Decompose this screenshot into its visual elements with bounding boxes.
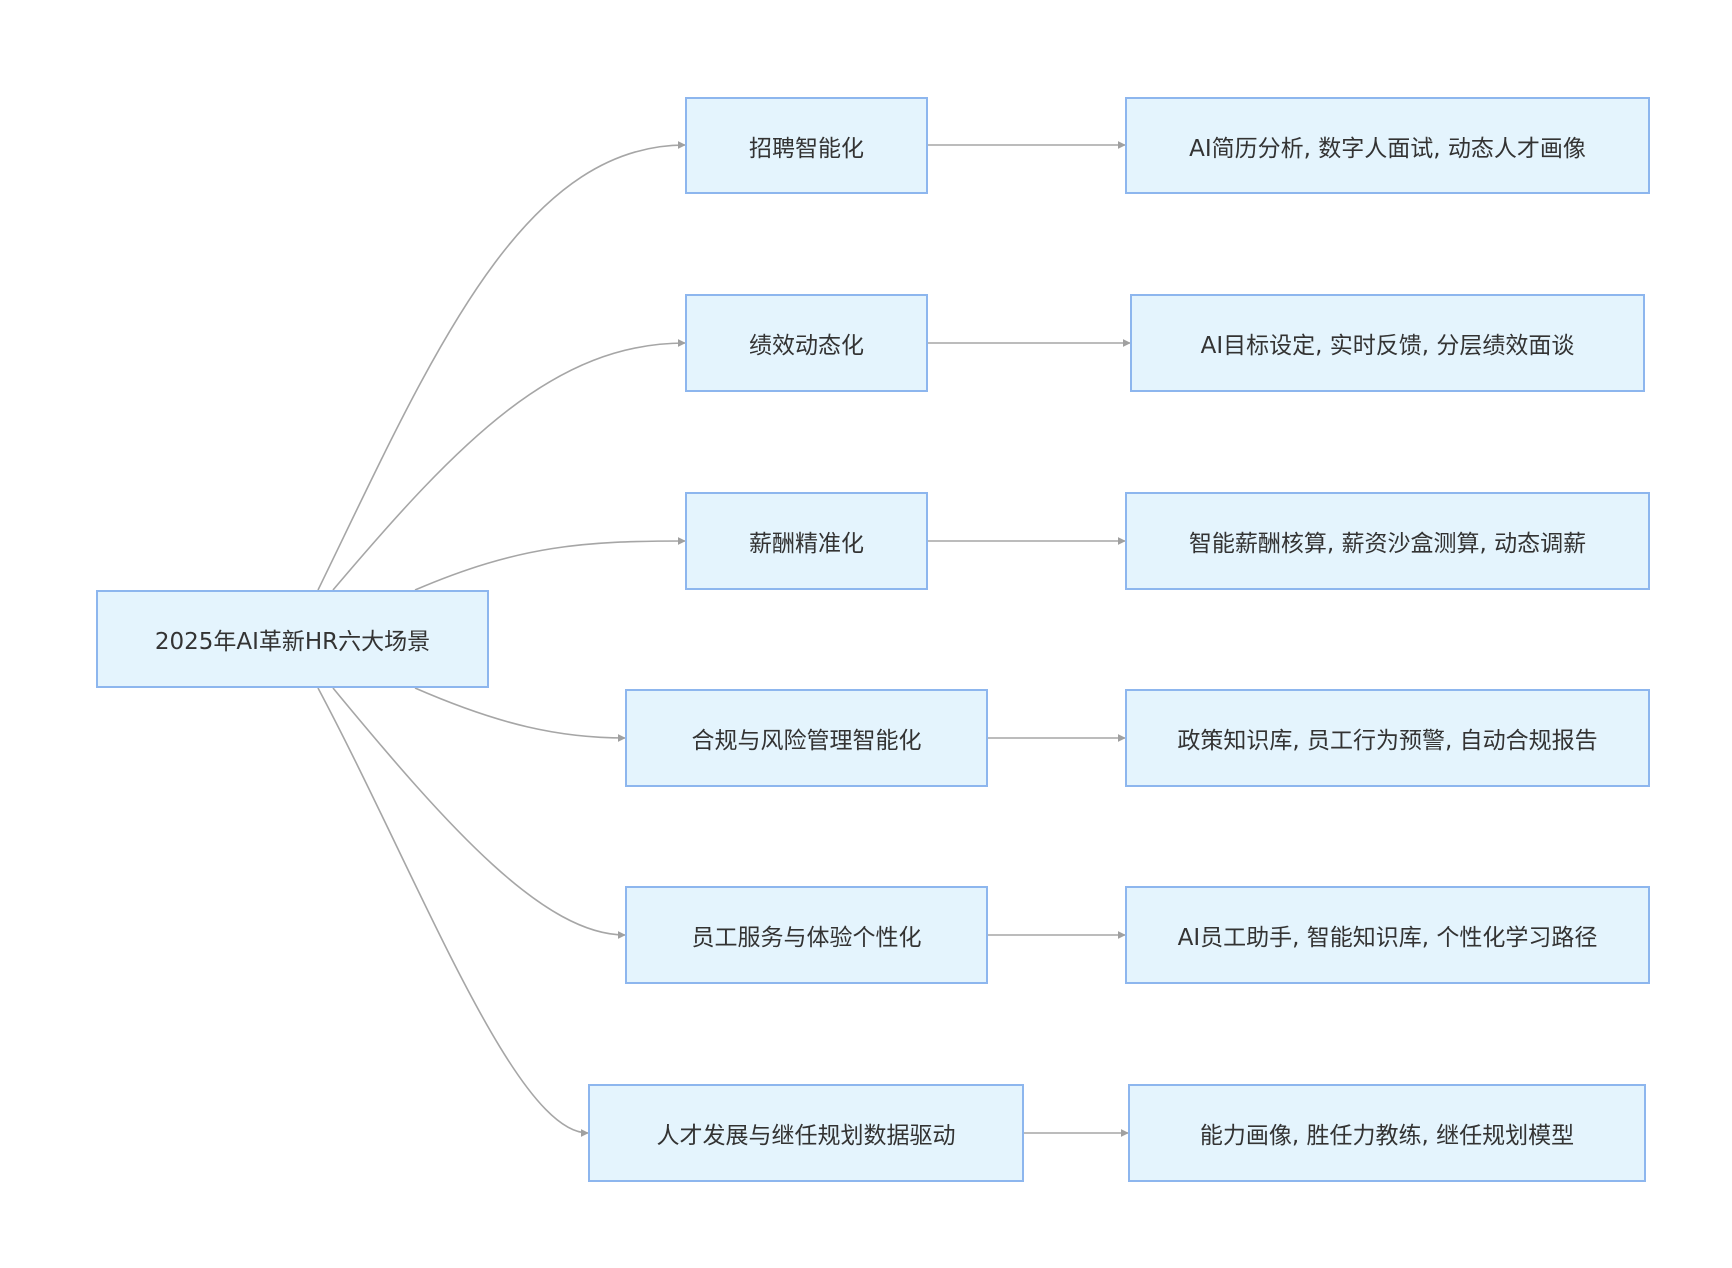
- detail-node-performance: AI目标设定, 实时反馈, 分层绩效面谈: [1130, 294, 1645, 392]
- detail-node-compensation: 智能薪酬核算, 薪资沙盒测算, 动态调薪: [1125, 492, 1650, 590]
- branch-node-label: 薪酬精准化: [749, 531, 864, 557]
- detail-node-employee-service: AI员工助手, 智能知识库, 个性化学习路径: [1125, 886, 1650, 984]
- edge-root-branch-3: [414, 537, 686, 591]
- branch-node-performance: 绩效动态化: [685, 294, 928, 392]
- root-node: 2025年AI革新HR六大场景: [96, 590, 489, 688]
- branch-node-label: 人才发展与继任规划数据驱动: [656, 1123, 956, 1149]
- branch-node-label: 合规与风险管理智能化: [691, 728, 922, 754]
- branch-node-employee-service: 员工服务与体验个性化: [625, 886, 988, 984]
- detail-node-label: AI简历分析, 数字人面试, 动态人才画像: [1189, 135, 1586, 162]
- edge-root-branch-2: [332, 339, 686, 591]
- edge-root-branch-1: [317, 141, 686, 591]
- branch-node-label: 招聘智能化: [749, 135, 864, 162]
- detail-node-label: AI目标设定, 实时反馈, 分层绩效面谈: [1200, 333, 1575, 359]
- branch-node-compensation: 薪酬精准化: [685, 492, 928, 590]
- detail-node-label: AI员工助手, 智能知识库, 个性化学习路径: [1177, 925, 1598, 951]
- edge-root-branch-4: [414, 687, 626, 742]
- branch-node-talent-development: 人才发展与继任规划数据驱动: [588, 1084, 1024, 1182]
- detail-node-label: 政策知识库, 员工行为预警, 自动合规报告: [1177, 728, 1598, 754]
- branch-node-compliance: 合规与风险管理智能化: [625, 689, 988, 787]
- edge-root-branch-5: [332, 687, 626, 939]
- detail-node-recruiting: AI简历分析, 数字人面试, 动态人才画像: [1125, 97, 1650, 194]
- branch-node-label: 绩效动态化: [749, 333, 864, 359]
- branch-node-label: 员工服务与体验个性化: [691, 925, 922, 951]
- detail-node-label: 能力画像, 胜任力教练, 继任规划模型: [1199, 1123, 1575, 1149]
- detail-node-label: 智能薪酬核算, 薪资沙盒测算, 动态调薪: [1188, 531, 1587, 557]
- detail-node-compliance: 政策知识库, 员工行为预警, 自动合规报告: [1125, 689, 1650, 787]
- root-node-label: 2025年AI革新HR六大场景: [154, 629, 431, 655]
- branch-node-recruiting: 招聘智能化: [685, 97, 928, 194]
- edge-root-branch-6: [317, 687, 589, 1137]
- detail-node-talent-development: 能力画像, 胜任力教练, 继任规划模型: [1128, 1084, 1646, 1182]
